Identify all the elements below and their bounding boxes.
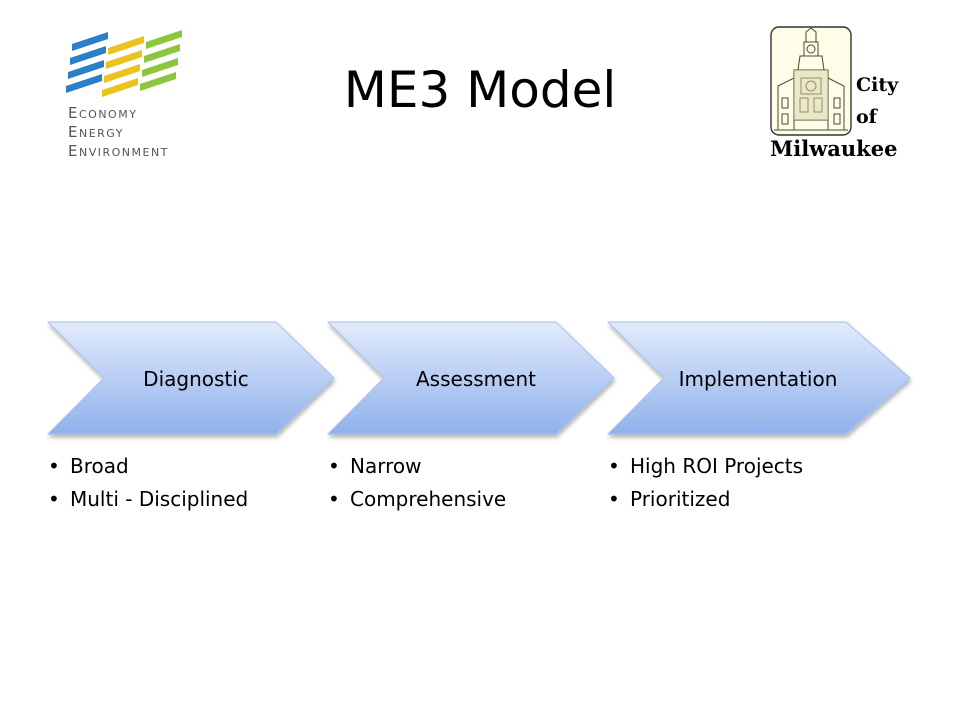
stage-diagnostic-bullets: Broad Multi - Disciplined bbox=[46, 450, 248, 516]
stage-implementation-chevron: Implementation bbox=[606, 320, 911, 438]
stage-implementation-bullets: High ROI Projects Prioritized bbox=[606, 450, 803, 516]
stage-implementation-label: Implementation bbox=[678, 367, 838, 391]
me3-logo-line-environment: Environment bbox=[68, 142, 169, 160]
me3-wave-icon bbox=[66, 30, 182, 97]
me3-logo-line-economy: Economy bbox=[68, 104, 138, 122]
stage-diagnostic-chevron: Diagnostic bbox=[46, 320, 336, 438]
milwaukee-logo-of: of bbox=[856, 106, 877, 128]
city-hall-icon bbox=[770, 26, 852, 136]
milwaukee-logo: City of Milwaukee bbox=[770, 26, 920, 166]
page-title: ME3 Model bbox=[343, 61, 617, 119]
list-item: Narrow bbox=[326, 450, 506, 483]
stage-assessment-label: Assessment bbox=[416, 367, 536, 391]
list-item: Comprehensive bbox=[326, 483, 506, 516]
list-item: Broad bbox=[46, 450, 248, 483]
stage-assessment-bullets: Narrow Comprehensive bbox=[326, 450, 506, 516]
list-item: High ROI Projects bbox=[606, 450, 803, 483]
me3-logo: Economy Energy Environment bbox=[64, 28, 194, 168]
stage-diagnostic-label: Diagnostic bbox=[143, 367, 249, 391]
milwaukee-logo-city: City bbox=[856, 74, 899, 96]
list-item: Prioritized bbox=[606, 483, 803, 516]
stage-assessment-chevron: Assessment bbox=[326, 320, 616, 438]
me3-logo-line-energy: Energy bbox=[68, 123, 124, 141]
milwaukee-logo-name: Milwaukee bbox=[770, 136, 898, 161]
list-item: Multi - Disciplined bbox=[46, 483, 248, 516]
